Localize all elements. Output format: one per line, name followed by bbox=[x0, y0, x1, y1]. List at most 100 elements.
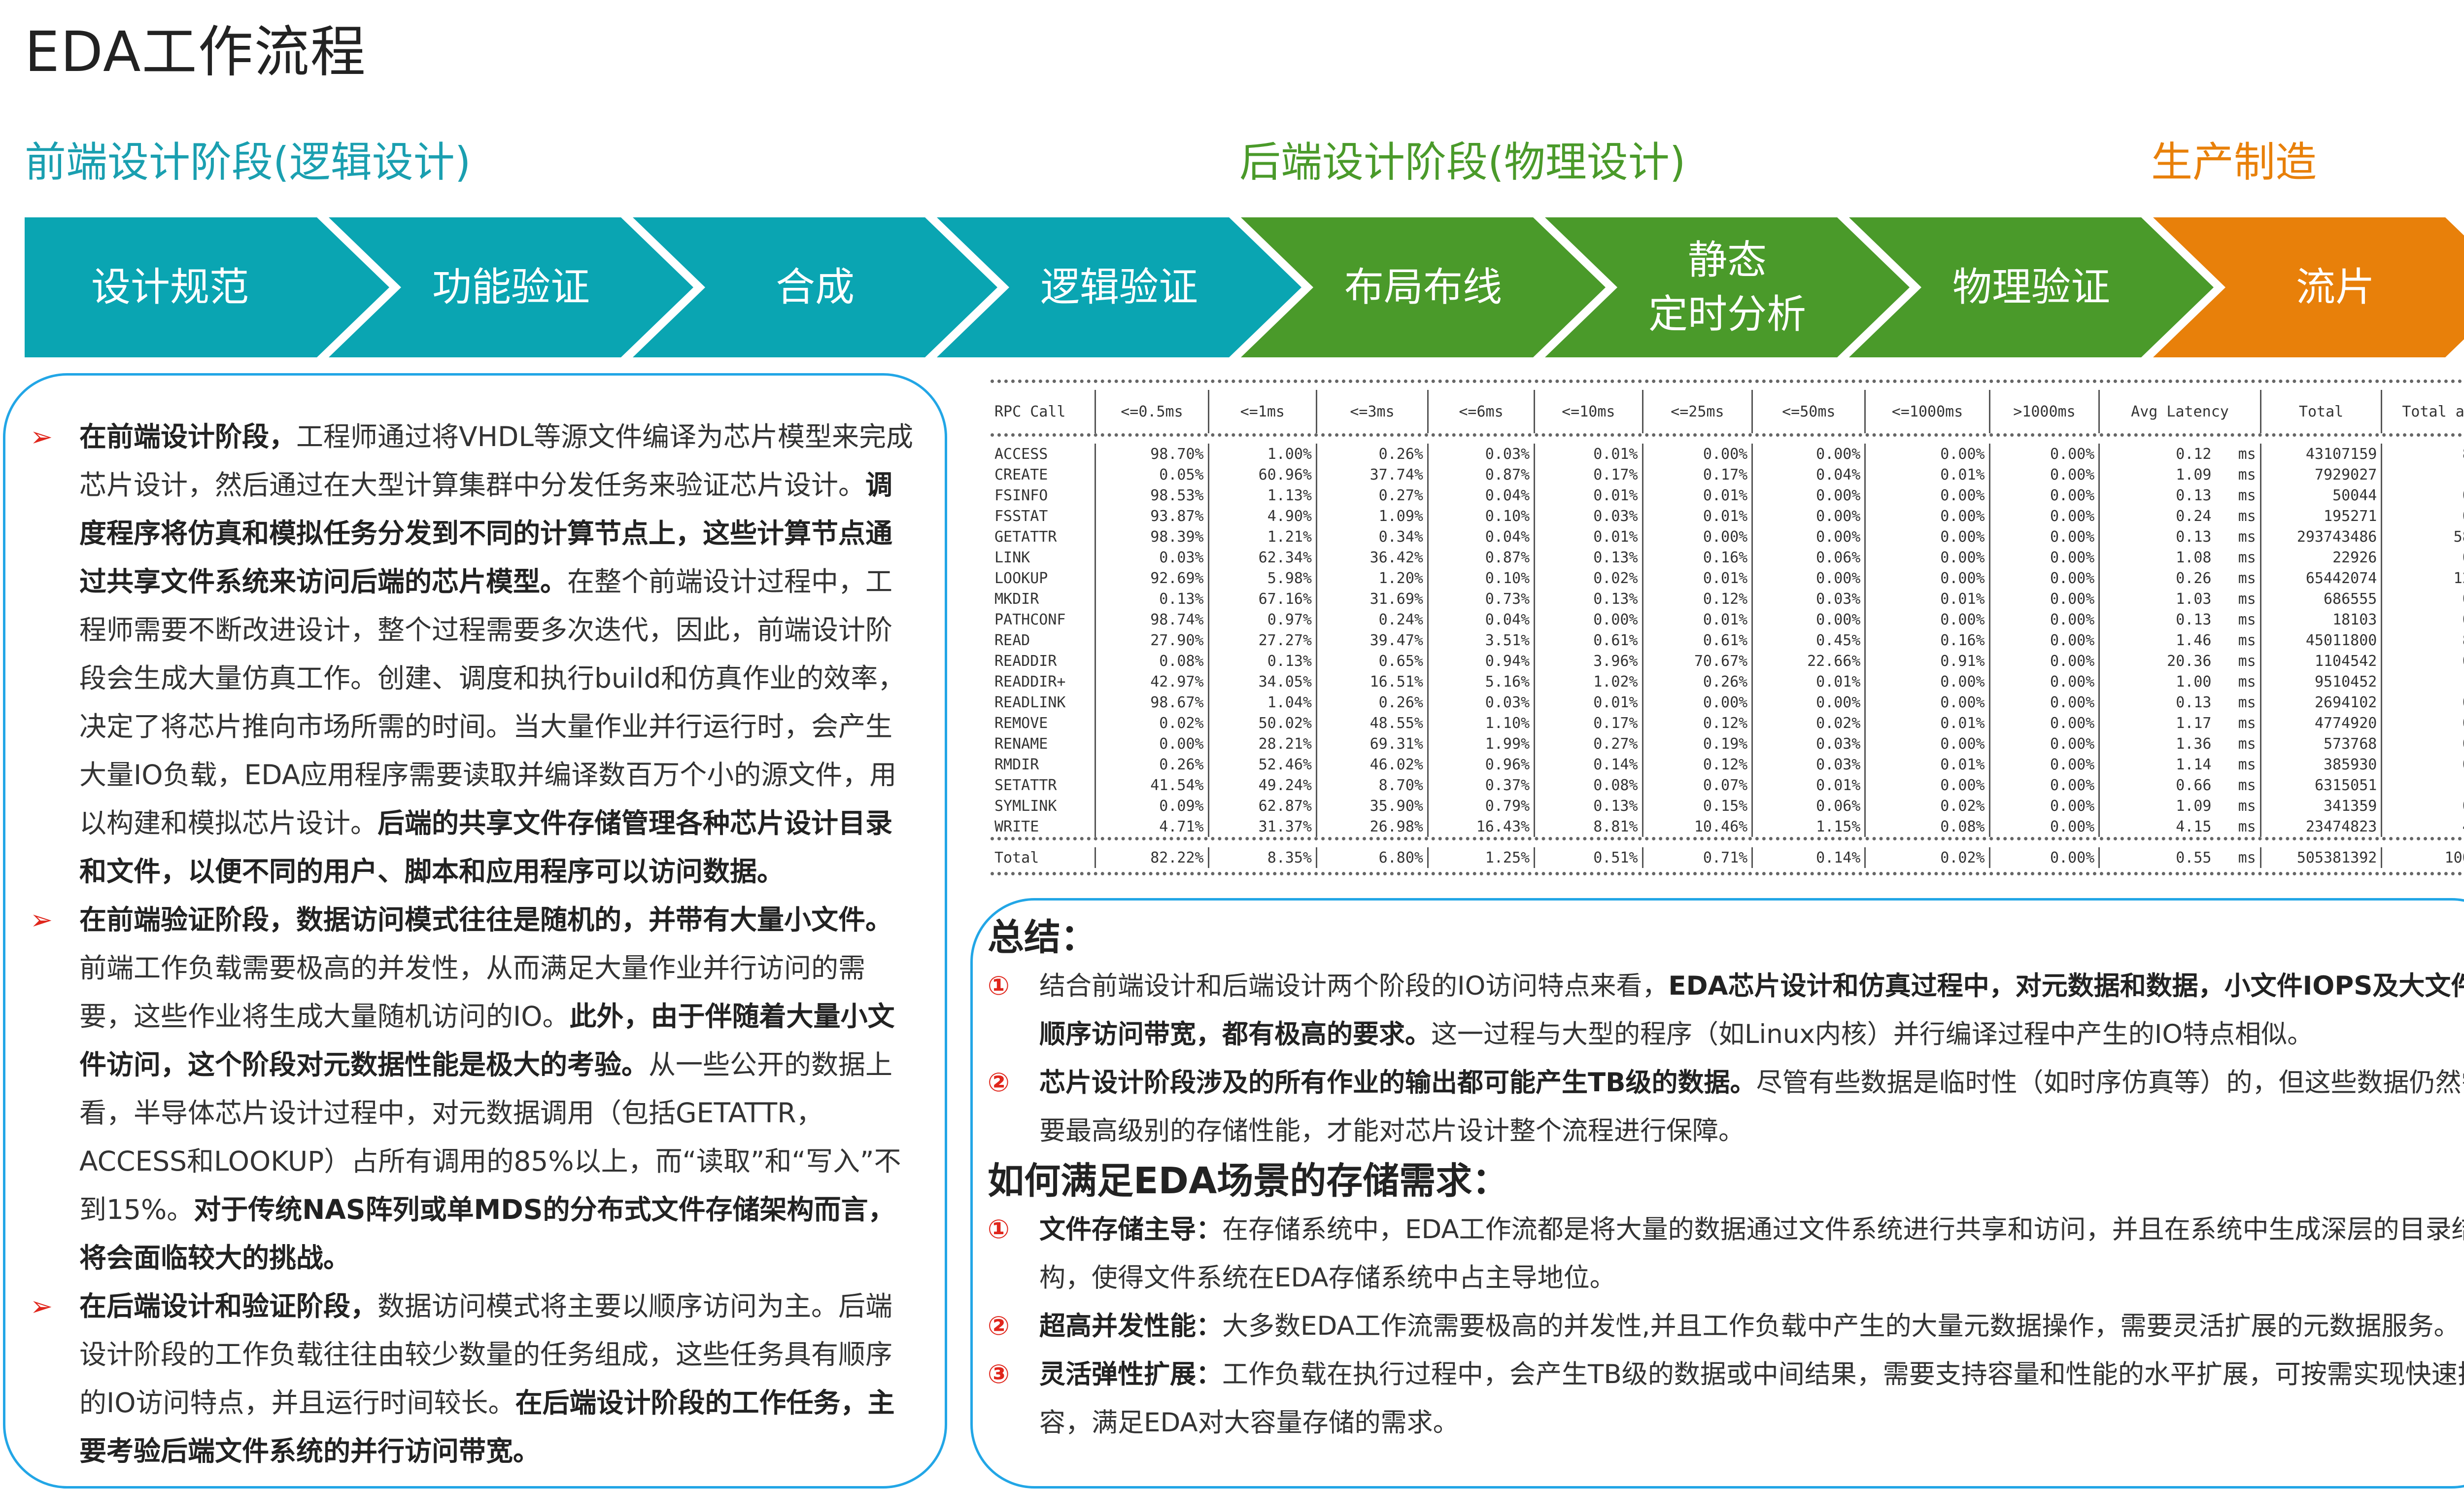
workflow-step-label: 静态 定时分析 bbox=[1648, 237, 1806, 337]
table-cell: 0.06% bbox=[1751, 796, 1865, 816]
table-cell: 1.09 ms bbox=[2098, 464, 2261, 485]
table-cell: 0.00% bbox=[1988, 796, 2099, 816]
table-cell: 0.27% bbox=[1534, 733, 1643, 754]
table-cell: 0.01% bbox=[1864, 754, 1990, 775]
table-cell: 52.46% bbox=[1207, 754, 1317, 775]
table-cell: 0.26% bbox=[1095, 754, 1209, 775]
table-cell: 0.13 ms bbox=[2098, 485, 2261, 506]
rpc-call-cell: PATHCONF bbox=[994, 611, 1066, 628]
table-cell: 0.00% bbox=[1864, 485, 1990, 506]
table-cell: 49.24% bbox=[1207, 775, 1317, 796]
table-cell: 8.81% bbox=[1534, 816, 1643, 837]
table-cell: 0.22% bbox=[2381, 651, 2464, 671]
table-cell: 573768 bbox=[2259, 733, 2382, 754]
front-back-analysis-panel: ➢在前端设计阶段，工程师通过将VHDL等源文件编译为芯片模型来完成芯片设计，然后… bbox=[3, 373, 947, 1489]
table-cell: 0.55 ms bbox=[2098, 847, 2261, 868]
bold-text: 灵活弹性扩展： bbox=[1039, 1359, 1222, 1389]
rpc-call-cell: READDIR bbox=[994, 652, 1057, 670]
table-cell: 0.00% bbox=[1751, 485, 1865, 506]
text: 尽管有些数据是临时性（如时序仿真等）的，但这些数据仍然需要最高级别的存储性能，才… bbox=[1039, 1068, 2464, 1146]
table-cell: 0.04% bbox=[1427, 485, 1535, 506]
table-cell: 98.74% bbox=[1095, 609, 1209, 630]
rpc-call-cell: LINK bbox=[994, 549, 1030, 566]
table-cell: 0.13% bbox=[1534, 796, 1643, 816]
rpc-call-cell: Total bbox=[994, 849, 1039, 867]
table-cell: 0.00% bbox=[1095, 733, 1209, 754]
table-cell: 0.73% bbox=[1427, 589, 1535, 609]
table-cell: 98.70% bbox=[1095, 444, 1209, 464]
table-cell: 0.00% bbox=[1988, 589, 2099, 609]
table-cell: 70.67% bbox=[1642, 651, 1752, 671]
table-cell: 69.31% bbox=[1316, 733, 1428, 754]
table-cell: 0.00% bbox=[1988, 671, 2099, 692]
table-cell: 0.03% bbox=[1427, 692, 1535, 713]
table-cell: 0.37% bbox=[1427, 775, 1535, 796]
bold-text: 后端的共享文件存储管理各种芯片设计目录和文件，以便不同的用户、脚本和应用程序可以… bbox=[79, 807, 893, 887]
rpc-call-cell: READDIR+ bbox=[994, 673, 1066, 691]
workflow-step-label: 设计规范 bbox=[91, 264, 249, 310]
table-cell: 27.27% bbox=[1207, 630, 1317, 651]
table-cell: 0.00% bbox=[1988, 506, 2099, 526]
table-cell: 0.01% bbox=[1751, 671, 1865, 692]
table-cell: 0.02% bbox=[1095, 713, 1209, 733]
workflow-step-label: 逻辑验证 bbox=[1040, 264, 1198, 310]
table-cell: 0.00% bbox=[1988, 630, 2099, 651]
table-cell: 6315051 bbox=[2259, 775, 2382, 796]
table-cell: 0.00% bbox=[1988, 444, 2099, 464]
rpc-call-cell: RMDIR bbox=[994, 756, 1039, 773]
text: 这一过程与大型的程序（如Linux内核）并行编译过程中产生的IO特点相似。 bbox=[1431, 1019, 2314, 1049]
table-cell: 0.12% bbox=[1642, 754, 1752, 775]
table-cell: 18103 bbox=[2259, 609, 2382, 630]
table-cell: <=0.5ms bbox=[1095, 390, 1209, 433]
analysis-paragraph: ➢在后端设计和验证阶段，数据访问模式将主要以顺序访问为主。后端设计阶段的工作负载… bbox=[30, 1282, 918, 1475]
table-cell: 0.14% bbox=[2381, 589, 2464, 609]
table-cell: 0.03% bbox=[1751, 733, 1865, 754]
table-cell: 0.01% bbox=[1751, 775, 1865, 796]
table-cell: 1.00% bbox=[1207, 444, 1317, 464]
table-cell: 0.03% bbox=[1751, 589, 1865, 609]
table-cell: 92.69% bbox=[1095, 568, 1209, 589]
table-cell: <=10ms bbox=[1534, 390, 1643, 433]
page-title: EDA工作流程 bbox=[25, 20, 367, 84]
table-cell: 0.34% bbox=[1316, 526, 1428, 547]
table-cell: 12.95% bbox=[2381, 568, 2464, 589]
table-cell: 0.71% bbox=[1642, 847, 1752, 868]
bold-text: 超高并发性能： bbox=[1039, 1311, 1222, 1341]
table-cell: 0.00% bbox=[1751, 444, 1865, 464]
table-cell: 0.08% bbox=[1864, 816, 1990, 837]
table-cell: 0.00% bbox=[1864, 775, 1990, 796]
table-cell: 0.17% bbox=[1642, 464, 1752, 485]
table-cell: 9510452 bbox=[2259, 671, 2382, 692]
rpc-call-cell: READLINK bbox=[994, 693, 1066, 711]
table-cell: 0.97% bbox=[1207, 609, 1317, 630]
table-cell: 1.21% bbox=[1207, 526, 1317, 547]
table-cell: 0.00% bbox=[1534, 609, 1643, 630]
table-cell: 0.08% bbox=[2381, 754, 2464, 775]
table-cell: 27.90% bbox=[1095, 630, 1209, 651]
text: 在存储系统中，EDA工作流都是将大量的数据通过文件系统进行共享和访问，并且在系统… bbox=[1039, 1214, 2464, 1293]
table-cell: 48.55% bbox=[1316, 713, 1428, 733]
table-separator bbox=[991, 872, 2464, 879]
table-cell: 0.01% bbox=[1534, 692, 1643, 713]
table-cell: 0.01% bbox=[1864, 464, 1990, 485]
table-cell: 0.00% bbox=[1864, 526, 1990, 547]
workflow-step-label: 功能验证 bbox=[432, 264, 590, 310]
table-cell: 0.26 ms bbox=[2098, 568, 2261, 589]
table-cell: 0.10% bbox=[1427, 568, 1535, 589]
item-number: ① bbox=[988, 971, 1010, 1001]
table-cell: 34.05% bbox=[1207, 671, 1317, 692]
table-cell: 1.88% bbox=[2381, 671, 2464, 692]
table-cell: 1.46 ms bbox=[2098, 630, 2261, 651]
table-cell: 0.91% bbox=[1864, 651, 1990, 671]
table-cell: 1.10% bbox=[1427, 713, 1535, 733]
table-cell: 0.00% bbox=[1642, 444, 1752, 464]
table-cell: 0.01% bbox=[1642, 506, 1752, 526]
table-cell: 0.00% bbox=[1988, 713, 2099, 733]
table-cell: 0.04% bbox=[1427, 609, 1535, 630]
table-cell: 0.00% bbox=[1988, 816, 2099, 837]
